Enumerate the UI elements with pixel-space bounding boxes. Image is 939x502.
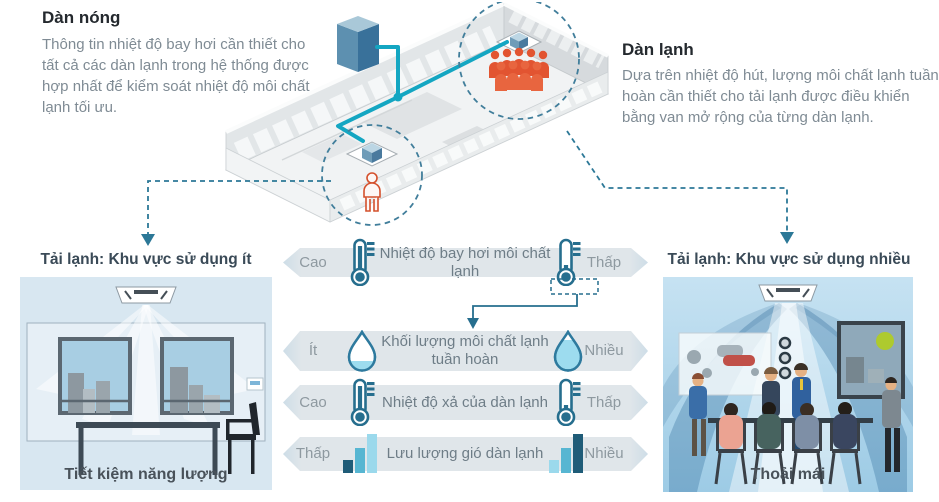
row4-left-label: Thấp: [295, 445, 331, 462]
row4-right-label: Nhiều: [584, 445, 624, 462]
standing-person-left: [689, 373, 707, 456]
ceiling-cassette-icon: [115, 286, 177, 304]
comparison-band-evaporating-temp: [283, 248, 648, 277]
row4-center-label: Lưu lượng gió dàn lạnh: [386, 445, 544, 462]
world-map-screen: [678, 332, 772, 396]
outdoor-unit-box: [337, 24, 358, 72]
comparison-band-refrigerant-volume: [283, 331, 648, 371]
comfort-room-illustration: [663, 277, 913, 492]
row1-center-label: Nhiệt độ bay hơi môi chất lạnh: [379, 244, 551, 280]
lens-icons: [778, 336, 792, 380]
low-usage-heading: Tải lạnh: Khu vực sử dụng ít: [40, 251, 252, 268]
indoor-unit-title: Dàn lạnh: [622, 40, 694, 59]
building-illustration: [224, 2, 610, 226]
chair: [226, 402, 260, 474]
energy-saving-caption: Tiết kiệm năng lượng: [64, 466, 228, 483]
comparison-band-discharge-temp: [283, 385, 648, 420]
row3-center-label: Nhiệt độ xả của dàn lạnh: [382, 393, 548, 411]
comfort-caption: Thoải mái: [750, 466, 826, 483]
row2-right-label: Nhiều: [584, 342, 624, 359]
thermostat: [246, 377, 264, 391]
ceiling-cassette-icon: [758, 284, 818, 302]
outdoor-unit-text-block: Dàn nóng Thông tin nhiệt độ bay hơi cần …: [42, 8, 317, 118]
row1-left-label: Cao: [299, 254, 327, 271]
seated-audience: [714, 402, 862, 485]
low-usage-zone-circle: [321, 124, 423, 226]
window-left: [58, 337, 132, 415]
indoor-unit-text-block: Dàn lạnh Dựa trên nhiệt độ hút, lượng mô…: [622, 40, 939, 128]
indoor-unit-description: Dựa trên nhiệt độ hút, lượng môi chất lạ…: [622, 67, 939, 126]
window-right: [160, 337, 234, 415]
arrowhead-right: [780, 232, 794, 244]
high-usage-zone-circle: [458, 2, 580, 120]
high-usage-heading: Tải lạnh: Khu vực sử dụng nhiều: [667, 251, 911, 268]
row3-left-label: Cao: [299, 394, 327, 411]
crowd-people: [489, 47, 549, 91]
table: [76, 422, 220, 475]
single-person: [363, 172, 381, 212]
standing-person-right: [882, 377, 901, 472]
outdoor-unit-title: Dàn nóng: [42, 8, 121, 27]
row2-left-label: Ít: [308, 342, 318, 359]
row3-right-label: Thấp: [586, 394, 622, 411]
row2-center-label: Khối lượng môi chất lạnh tuần hoàn: [381, 333, 549, 368]
outdoor-unit-description: Thông tin nhiệt độ bay hơi cần thiết cho…: [42, 36, 310, 116]
comparison-rows: Cao Nhiệt độ bay hơi môi chất lạnh Thấp …: [283, 238, 648, 483]
arrowhead-left: [141, 234, 155, 246]
energy-saving-room-illustration: [20, 277, 272, 490]
row1-right-label: Thấp: [586, 254, 622, 271]
refrigerant-pipes: [336, 40, 509, 143]
